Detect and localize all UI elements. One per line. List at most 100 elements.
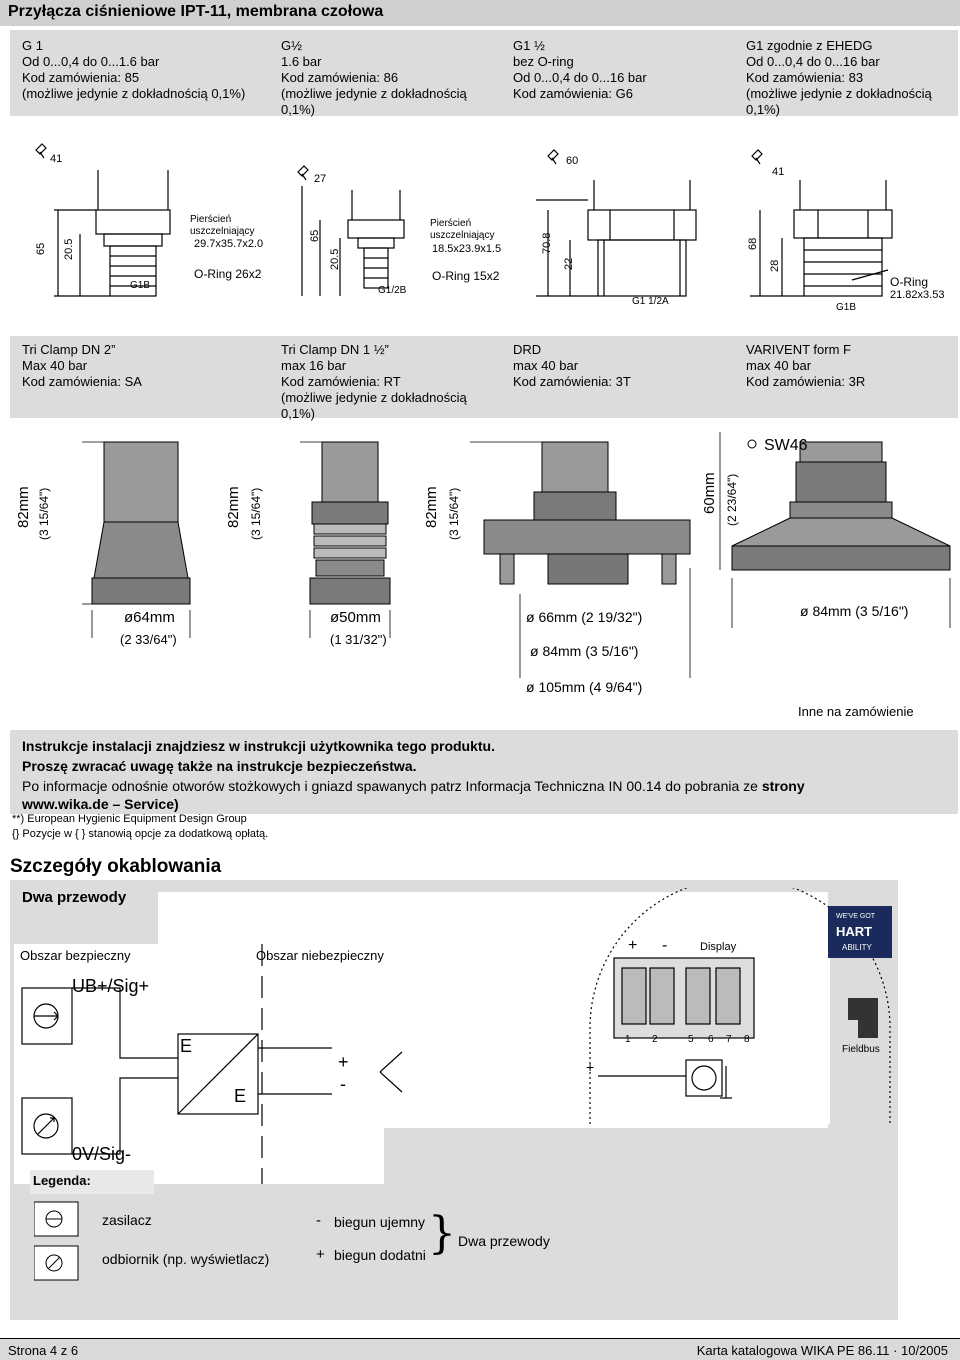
dim-diameter: ø 84mm (3 5/16") bbox=[800, 603, 908, 619]
hart-logo-text: HART bbox=[836, 924, 872, 939]
thread-label: G1B bbox=[836, 302, 856, 313]
legend-minus-symbol: - bbox=[316, 1212, 321, 1229]
datasheet-reference: Karta katalogowa WIKA PE 86.11 · 10/2005 bbox=[696, 1343, 948, 1358]
dim-height-in: (3 15/64") bbox=[447, 488, 461, 540]
seal-label: uszczelniający bbox=[430, 230, 494, 241]
spec-triclamp-2: Tri Clamp DN 2” Max 40 bar Kod zamówieni… bbox=[22, 342, 250, 390]
spec-varivent: VARIVENT form F max 40 bar Kod zamówieni… bbox=[746, 342, 960, 390]
spec-line: VARIVENT form F bbox=[746, 342, 851, 357]
spec-line: G 1 bbox=[22, 38, 43, 53]
wrench-size: 41 bbox=[772, 166, 784, 178]
spec-line: Tri Clamp DN 1 ½” bbox=[281, 342, 389, 357]
plus-sign: + bbox=[338, 1052, 349, 1072]
wrench-icon bbox=[547, 149, 559, 165]
footnote: {} Pozycje w { } stanowią opcje za dodat… bbox=[12, 828, 269, 840]
dim-height: 82mm bbox=[423, 486, 440, 528]
dim-height: 65 bbox=[309, 230, 321, 242]
terminal-number: 8 bbox=[744, 1034, 750, 1045]
hart-logo-text: WE'VE GOT bbox=[836, 913, 876, 920]
display-label: Display bbox=[700, 941, 737, 953]
spec-line: Max 40 bar bbox=[22, 358, 88, 373]
legend-title-bar bbox=[30, 1170, 154, 1194]
barrier-label: E bbox=[234, 1086, 246, 1106]
website-link[interactable]: www.wika.de – Service) bbox=[22, 796, 179, 812]
spec-line: Kod zamówienia: 3T bbox=[513, 374, 631, 389]
notes-box: Instrukcje instalacji znajdziesz w instr… bbox=[10, 730, 958, 814]
spec-line: 1.6 bar bbox=[281, 54, 322, 69]
dim-diameter: ø 84mm (3 5/16") bbox=[530, 643, 638, 659]
minus-sign: - bbox=[340, 1074, 346, 1094]
hart-logo-text: ABILITY bbox=[842, 943, 872, 952]
spec-line: max 40 bar bbox=[513, 358, 579, 373]
spec-line: G½ bbox=[281, 38, 302, 53]
supply-positive-label: UB+/Sig+ bbox=[72, 976, 149, 996]
subtitle: Dwa przewody bbox=[22, 889, 127, 906]
note-line: Instrukcje instalacji znajdziesz w instr… bbox=[22, 738, 495, 754]
seal-label: uszczelniający bbox=[190, 226, 254, 237]
spec-line: Kod zamówienia: G6 bbox=[513, 86, 633, 101]
legend-brace: } bbox=[428, 1208, 456, 1259]
hexagon-icon bbox=[747, 439, 757, 449]
dim-height: 70.8 bbox=[541, 233, 553, 254]
thread-label: G1 1/2A bbox=[632, 296, 669, 307]
legend-negative-pole: biegun ujemny bbox=[334, 1214, 426, 1230]
dim-diameter: ø 105mm (4 9/64") bbox=[526, 679, 642, 695]
seal-dim: 29.7x35.7x2.0 bbox=[194, 238, 263, 250]
page-footer: Strona 4 z 6 Karta katalogowa WIKA PE 86… bbox=[0, 1338, 960, 1360]
oring-label: 21.82x3.53 bbox=[890, 289, 944, 301]
fieldbus-logo-text: Fieldbus bbox=[842, 1044, 880, 1055]
dim-height-in: (2 23/64") bbox=[725, 474, 739, 526]
dim-diameter: ø64mm bbox=[124, 609, 175, 626]
barrier-label: E bbox=[180, 1036, 192, 1056]
terminal-number: 7 bbox=[726, 1034, 732, 1045]
spec-line: Kod zamówienia: 3R bbox=[746, 374, 866, 389]
seal-dim: 18.5x23.9x1.5 bbox=[432, 243, 501, 255]
other-on-request: Inne na zamówienie bbox=[798, 704, 914, 719]
legend-two-wire: Dwa przewody bbox=[458, 1233, 550, 1249]
terminal-number: 1 bbox=[625, 1034, 631, 1045]
note-link-text[interactable]: strony bbox=[761, 778, 805, 794]
dim-height: 22 bbox=[563, 258, 575, 270]
page-title-bar: Przyłącza ciśnieniowe IPT-11, membrana c… bbox=[0, 0, 960, 26]
spec-drd: DRD max 40 bar Kod zamówienia: 3T bbox=[513, 342, 741, 390]
plus-sign: + bbox=[586, 1059, 594, 1075]
wiring-diagram: Obszar bezpieczny Obszar niebezpieczny U… bbox=[14, 888, 892, 1184]
spec-line: (możliwe jedynie z dokładnością bbox=[281, 86, 467, 101]
wrench-icon bbox=[297, 165, 309, 181]
seal-label: Pierścień bbox=[190, 214, 231, 225]
spec-line: Kod zamówienia: RT bbox=[281, 374, 401, 389]
spec-line: Kod zamówienia: 86 bbox=[281, 70, 399, 85]
wrench-icon bbox=[35, 143, 47, 159]
note-line: Po informacje odnośnie otworów stożkowyc… bbox=[22, 778, 805, 794]
spec-row-2: Tri Clamp DN 2” Max 40 bar Kod zamówieni… bbox=[10, 336, 960, 421]
hazard-area-label: Obszar niebezpieczny bbox=[256, 948, 384, 963]
fieldbus-logo: Fieldbus bbox=[842, 998, 880, 1055]
dim-diameter-in: (1 31/32") bbox=[330, 632, 387, 647]
wrench-size: 27 bbox=[314, 173, 326, 185]
footnote: **) European Hygienic Equipment Design G… bbox=[12, 813, 247, 825]
spec-g-half: G½ 1.6 bar Kod zamówienia: 86 (możliwe j… bbox=[281, 38, 509, 118]
spec-line: Kod zamówienia: SA bbox=[22, 374, 142, 389]
wrench-icon bbox=[751, 149, 763, 165]
spec-line: Tri Clamp DN 2” bbox=[22, 342, 116, 357]
wrench-size: SW46 bbox=[764, 437, 808, 454]
dim-diameter: ø50mm bbox=[330, 609, 381, 626]
dim-height: 20.5 bbox=[63, 239, 75, 260]
spec-line: 0,1%) bbox=[281, 102, 315, 117]
hart-logo: WE'VE GOT HART ABILITY bbox=[828, 906, 892, 958]
page-title: Przyłącza ciśnieniowe IPT-11, membrana c… bbox=[8, 3, 384, 20]
dim-height: 65 bbox=[35, 243, 47, 255]
legend-symbols bbox=[34, 1201, 79, 1281]
spec-line: Kod zamówienia: 83 bbox=[746, 70, 864, 85]
flange-connections-drawing: 82mm (3 15/64") 82mm (3 15/64") 82mm (3 … bbox=[0, 428, 960, 708]
dim-diameter: ø 66mm (2 19/32") bbox=[526, 609, 642, 625]
spec-triclamp-1-half: Tri Clamp DN 1 ½” max 16 bar Kod zamówie… bbox=[281, 342, 509, 422]
legend-supply: zasilacz bbox=[102, 1212, 152, 1228]
terminal-number: 6 bbox=[708, 1034, 714, 1045]
note-text: Po informacje odnośnie otworów stożkowyc… bbox=[22, 778, 758, 794]
seal-label: Pierścień bbox=[430, 218, 471, 229]
spec-line: Od 0...0,4 do 0...1.6 bar bbox=[22, 54, 160, 69]
dim-height: 82mm bbox=[225, 486, 242, 528]
oring-label: O-Ring 26x2 bbox=[194, 267, 262, 281]
spec-line: max 16 bar bbox=[281, 358, 347, 373]
